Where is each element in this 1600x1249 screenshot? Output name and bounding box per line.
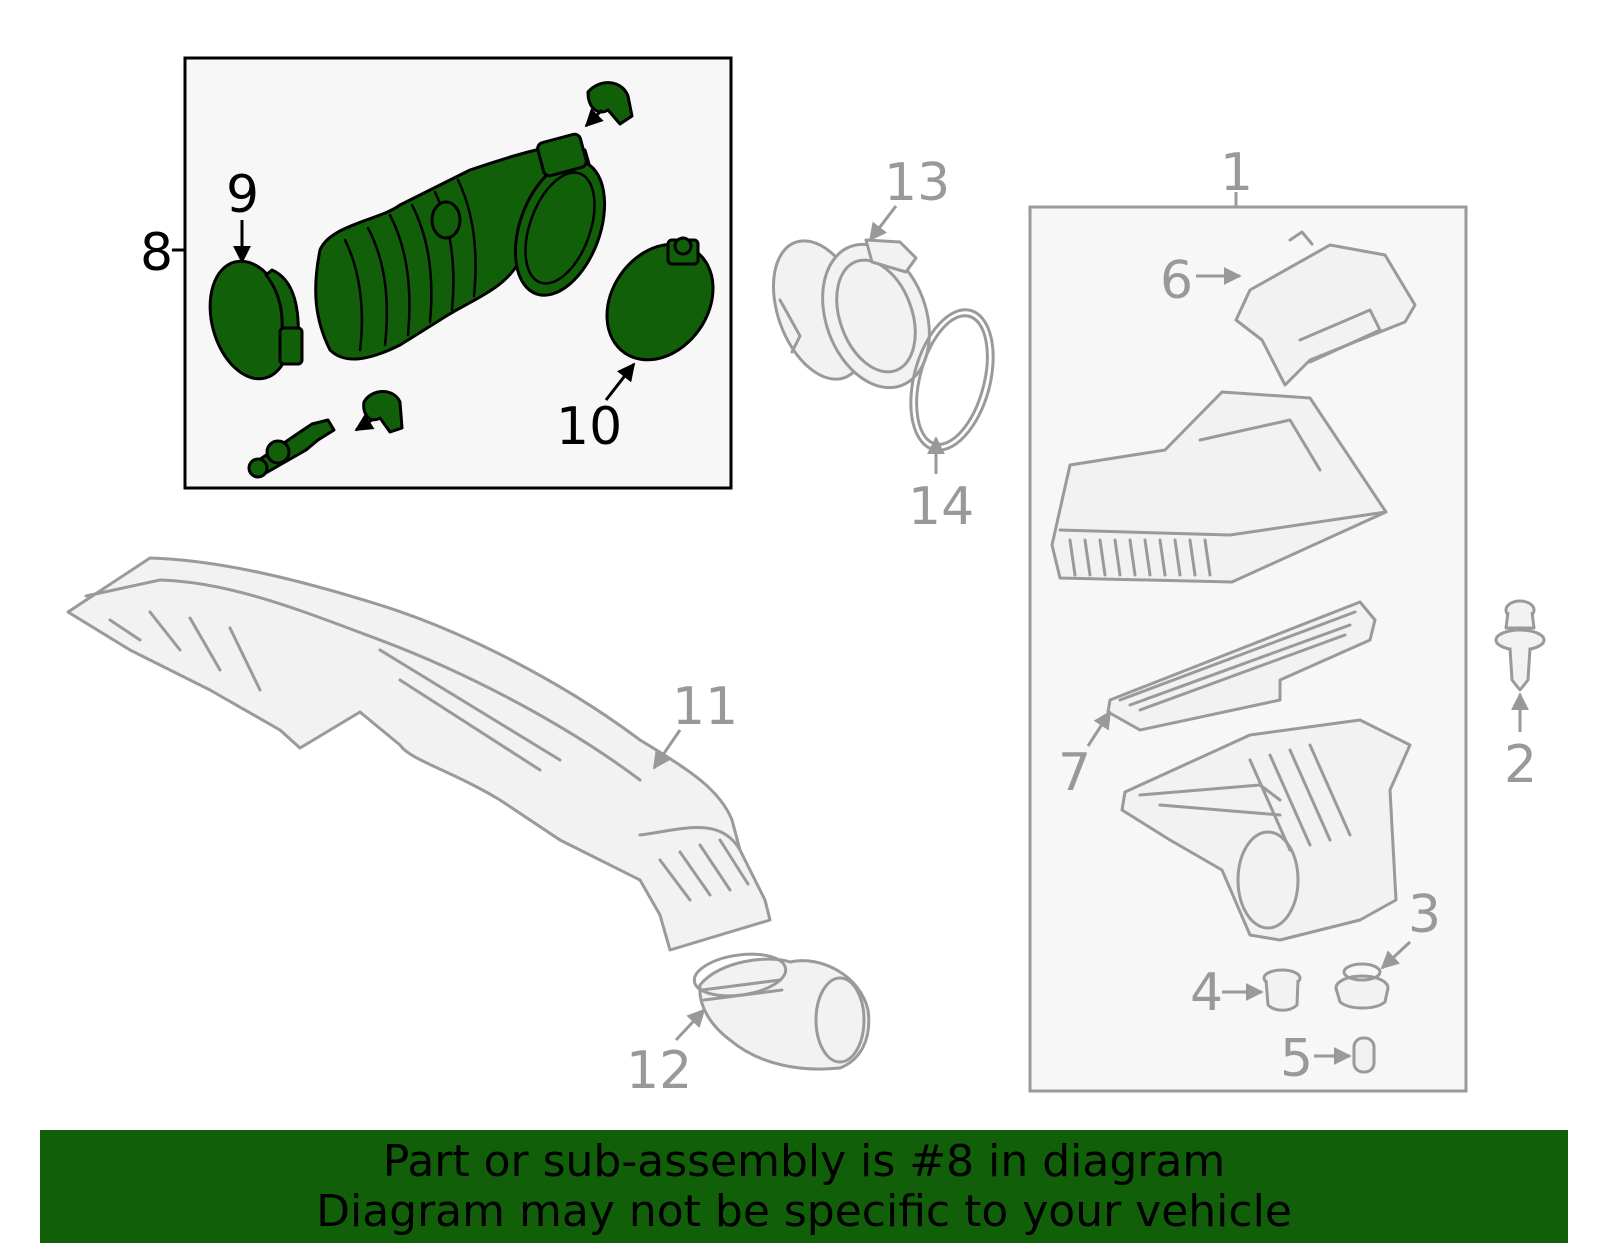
info-banner: Part or sub-assembly is #8 in diagram Di… bbox=[40, 1130, 1568, 1243]
leader-3 bbox=[1380, 940, 1412, 970]
callout-11: 11 bbox=[672, 677, 738, 737]
callout-7: 7 bbox=[1058, 743, 1091, 803]
leader-13 bbox=[868, 205, 898, 242]
intake-hose bbox=[314, 132, 607, 361]
hose-clip-top bbox=[586, 81, 634, 126]
clamp-10 bbox=[605, 236, 715, 362]
callout-10: 10 bbox=[556, 397, 622, 457]
part-1-air-cleaner-group: 1 6 7 3 4 5 bbox=[1028, 143, 1468, 1093]
leader-7 bbox=[1086, 710, 1112, 747]
callout-2: 2 bbox=[1504, 735, 1537, 795]
callout-8: 8 bbox=[140, 223, 173, 283]
air-cleaner-upper-housing bbox=[1050, 390, 1388, 584]
leader-clip-top bbox=[584, 108, 604, 128]
banner-line-2: Diagram may not be specific to your vehi… bbox=[316, 1185, 1292, 1237]
callout-14: 14 bbox=[908, 477, 974, 537]
part-7-air-filter bbox=[1106, 600, 1377, 732]
callout-3: 3 bbox=[1408, 885, 1441, 945]
callout-4: 4 bbox=[1190, 963, 1223, 1023]
callout-1: 1 bbox=[1220, 143, 1253, 203]
leader-clip-bottom bbox=[354, 413, 375, 432]
hose-clip-bottom bbox=[362, 390, 404, 434]
leader-12 bbox=[674, 1008, 706, 1042]
part-2-push-clip bbox=[1494, 599, 1546, 692]
leader-10 bbox=[604, 362, 636, 401]
callout-12: 12 bbox=[626, 1041, 692, 1101]
part-13-sensor-housing bbox=[771, 238, 931, 390]
callout-13: 13 bbox=[884, 153, 950, 213]
subassembly-8-group: 8 9 10 bbox=[140, 56, 733, 490]
air-cleaner-lower-housing bbox=[1120, 718, 1412, 942]
callout-5: 5 bbox=[1280, 1029, 1313, 1089]
part-6-inlet-cover bbox=[1234, 230, 1417, 387]
banner-line-1: Part or sub-assembly is #8 in diagram bbox=[382, 1135, 1226, 1187]
part-3-grommet bbox=[1334, 962, 1390, 1010]
leader-11 bbox=[652, 729, 682, 770]
part-5-sleeve bbox=[1352, 1036, 1376, 1074]
vent-fitting bbox=[247, 418, 336, 479]
part-4-bushing bbox=[1262, 968, 1302, 1012]
callout-9: 9 bbox=[226, 165, 259, 225]
callout-6: 6 bbox=[1160, 251, 1193, 311]
part-11-intake-duct bbox=[66, 556, 772, 952]
part-12-elbow bbox=[692, 952, 871, 1071]
